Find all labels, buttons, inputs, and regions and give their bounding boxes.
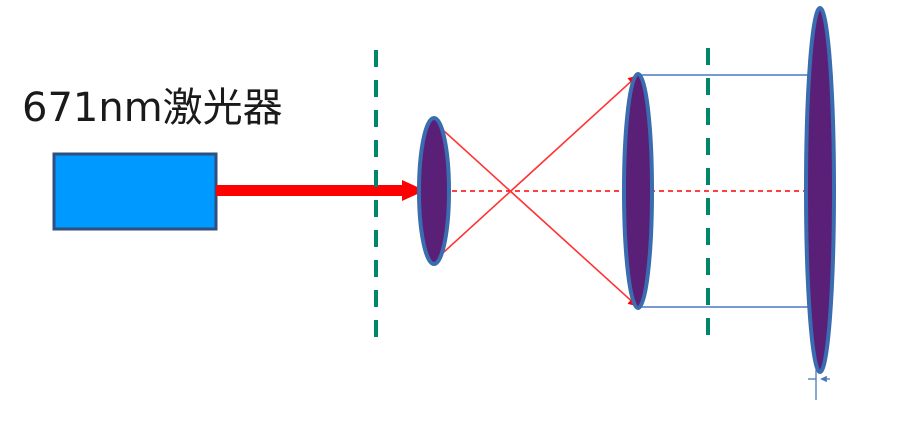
expanding-rays — [432, 75, 638, 307]
thickness-marker — [808, 370, 830, 400]
lens-2 — [622, 72, 654, 310]
collimated-rays — [638, 74, 810, 308]
laser-body — [52, 152, 218, 231]
laser-label: 671nm激光器 — [22, 85, 283, 131]
lens-3 — [804, 6, 836, 374]
laser-beam — [216, 180, 425, 201]
lens-1 — [417, 116, 451, 266]
